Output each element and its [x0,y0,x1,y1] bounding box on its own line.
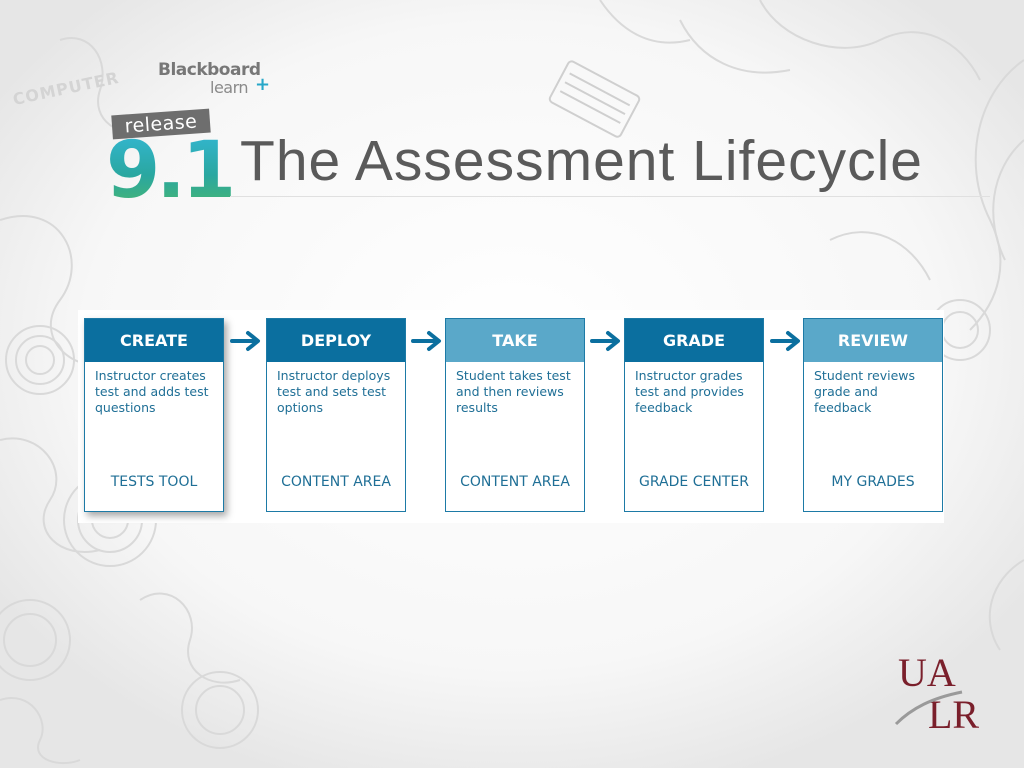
plus-icon: + [255,74,271,95]
blackboard-brand-name: Blackboard [158,60,261,80]
stage-create: CREATE Instructor creates test and adds … [84,318,224,512]
stage-deploy: DEPLOY Instructor deploys test and sets … [266,318,406,512]
stage-grade: GRADE Instructor grades test and provide… [624,318,764,512]
release-number: 9.1 [106,126,236,216]
arrow-right-icon [230,330,264,352]
ualr-logo-icon: UA LR [894,650,979,732]
stage-tool: CONTENT AREA [460,474,570,490]
arrow-right-icon [411,330,445,352]
stage-header: CREATE [85,319,223,362]
stage-header: TAKE [446,319,584,362]
title-divider [230,196,990,197]
stage-tool: MY GRADES [831,474,915,490]
stage-header: DEPLOY [267,319,405,362]
learn-brand-sub: learn [210,78,249,97]
stage-take: TAKE Student takes test and then reviews… [445,318,585,512]
ualr-logo-line1: UA [898,650,956,695]
lifecycle-panel: CREATE Instructor creates test and adds … [78,310,944,523]
arrow-right-icon [590,330,624,352]
stage-header: GRADE [625,319,763,362]
stage-description: Instructor grades test and provides feed… [635,368,744,415]
stage-review: REVIEW Student reviews grade and feedbac… [803,318,943,512]
stage-header: REVIEW [804,319,942,362]
arrow-right-icon [770,330,804,352]
stage-tool: GRADE CENTER [639,474,749,490]
stage-description: Instructor deploys test and sets test op… [277,368,391,415]
stage-description: Student takes test and then reviews resu… [456,368,571,415]
blackboard-learn-logo: Blackboard learn + [158,60,278,104]
stage-description: Student reviews grade and feedback [814,368,916,415]
keyboard-doodle-icon [548,60,641,138]
stage-tool: TESTS TOOL [110,474,198,490]
page-title: The Assessment Lifecycle [240,129,923,193]
stage-description: Instructor creates test and adds test qu… [95,368,209,415]
stage-tool: CONTENT AREA [281,474,391,490]
